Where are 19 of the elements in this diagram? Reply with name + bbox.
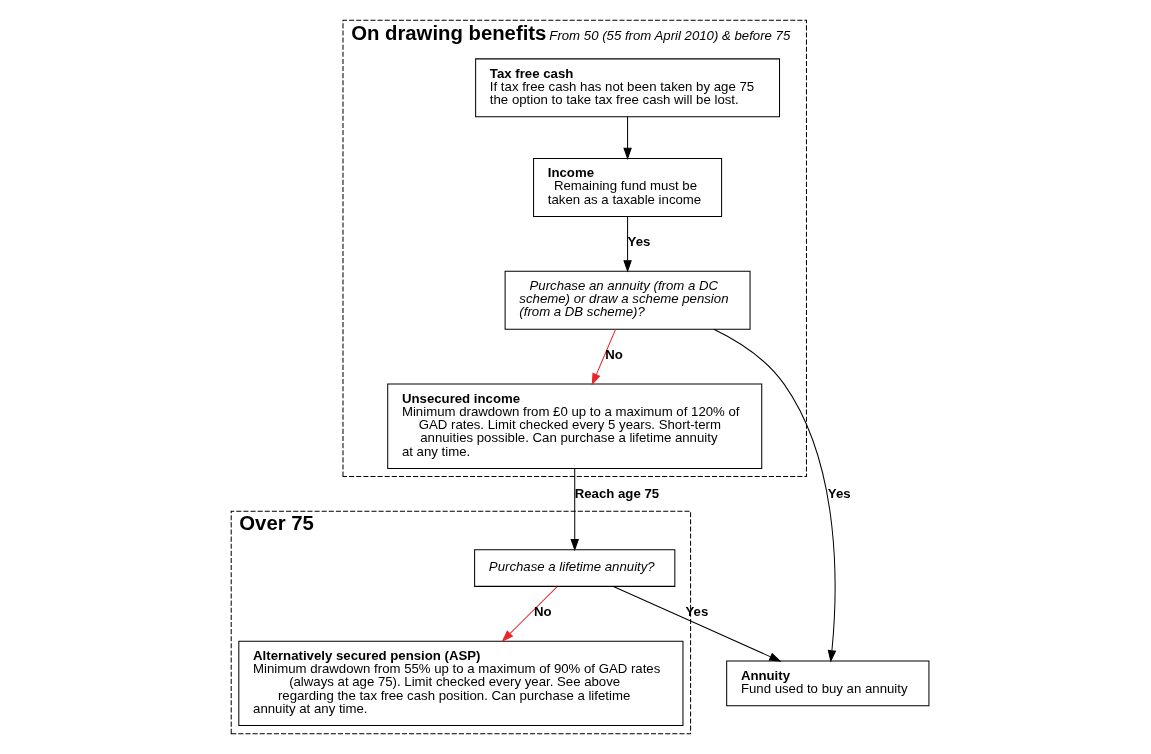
arrow xyxy=(612,585,781,662)
node-box: Tax free cash If tax free cash has not been taken by age 75 the option to take tax free cash will be lost. xyxy=(474,58,780,118)
arrow xyxy=(591,328,616,386)
arrow xyxy=(622,116,632,160)
edge-label: Yes xyxy=(827,486,851,502)
arrow xyxy=(501,586,557,642)
node-box: Purchase an annuity (from a DC scheme) or draw a scheme pension (from a DB scheme)? xyxy=(504,270,751,330)
arrow xyxy=(712,328,836,663)
node-box: Annuity Fund used to buy an annuity xyxy=(725,660,929,707)
edge-label: Reach age 75 xyxy=(574,486,659,502)
edge-label: No xyxy=(533,604,552,620)
node-box: Unsecured income Minimum drawdown from £0 up to a maximum of 120% of GAD rates. Limit checked every 5 years. Short-term annuities possible. Can purchase a lifetime annuity at any time. xyxy=(386,383,762,469)
arrow xyxy=(569,467,579,552)
edge-label: Yes xyxy=(627,234,650,250)
node-box: Alternatively secured pension (ASP) Minimum drawdown from 55% up to a maximum of 90% of GAD rates (always at age 75). Limit checked every year. See above regarding the tax free cash position. Can purchase a lifetime annuity at any time. xyxy=(237,640,683,727)
node-box: Purchase a lifetime annuity? xyxy=(473,549,675,587)
edge-label: No xyxy=(604,347,623,363)
node-box: Income Remaining fund must be taken as a taxable income xyxy=(532,157,722,217)
arrow xyxy=(622,215,632,273)
